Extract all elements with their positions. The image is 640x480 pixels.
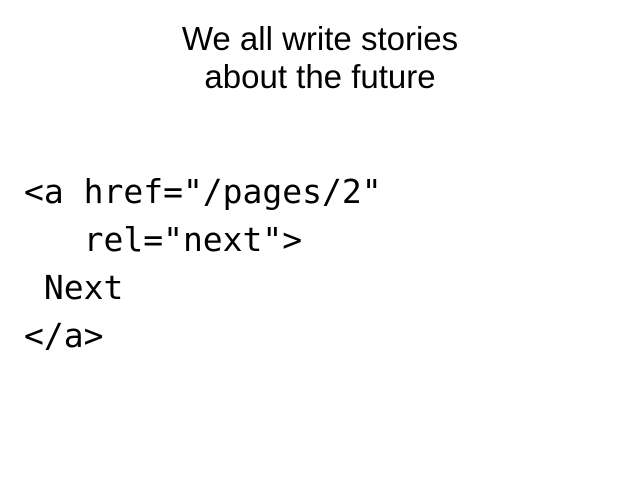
code-snippet: <a href="/pages/2" rel="next"> Next </a> [24, 168, 382, 360]
code-line-4: </a> [24, 316, 104, 355]
code-line-3: Next [24, 268, 124, 307]
slide-title-line-2: about the future [204, 58, 436, 95]
code-line-2: rel="next"> [24, 220, 303, 259]
slide-title: We all write stories about the future [0, 20, 640, 96]
slide-title-line-1: We all write stories [181, 20, 459, 57]
code-line-1: <a href="/pages/2" [24, 172, 382, 211]
